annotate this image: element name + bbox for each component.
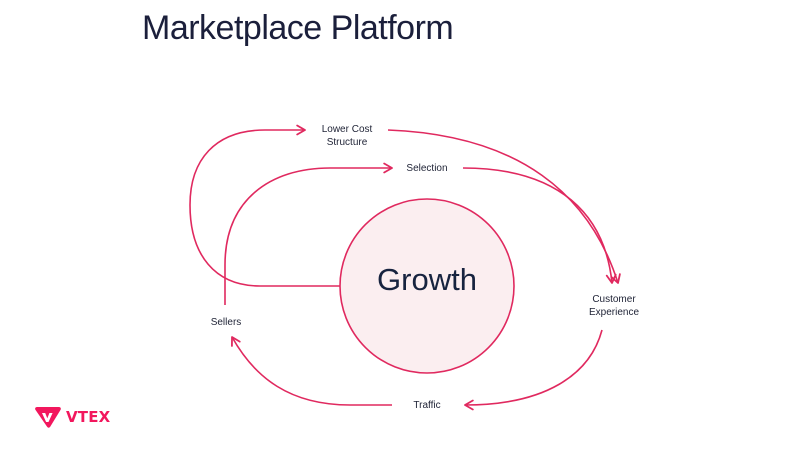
arrow-traffic-to-sellers [231, 336, 392, 406]
node-lower-cost-structure: Lower Cost Structure [321, 124, 373, 148]
brand-logo: VTEX [34, 404, 110, 430]
node-customer-experience: Customer Experience [588, 294, 640, 318]
growth-label: Growth [377, 262, 477, 297]
brand-name: VTEX [66, 408, 111, 426]
arrow-selection-to-customer-experience [462, 167, 617, 284]
page-title: Marketplace Platform [142, 9, 454, 47]
node-traffic: Traffic [413, 400, 441, 411]
vtex-logo-icon [35, 407, 61, 428]
arrow-growth-to-lower-cost [189, 124, 340, 287]
node-selection: Selection [406, 163, 448, 174]
node-sellers: Sellers [210, 317, 242, 328]
arrow-sellers-to-selection [224, 162, 393, 305]
arrow-customer-experience-to-traffic [464, 329, 603, 411]
